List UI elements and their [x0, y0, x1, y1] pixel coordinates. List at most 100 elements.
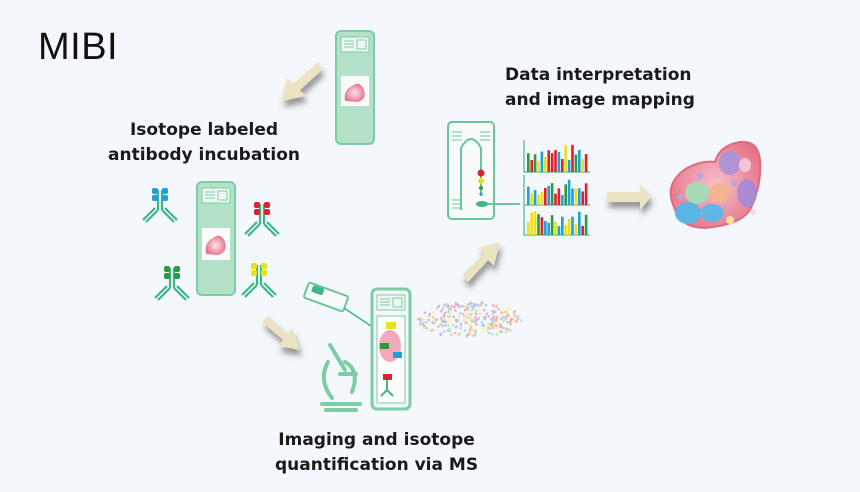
bar	[550, 215, 554, 235]
ion-dot	[479, 303, 482, 307]
ion-dot	[431, 316, 435, 319]
ion-dot	[495, 315, 499, 319]
slide-icon	[335, 30, 375, 145]
ion-dot	[462, 305, 465, 308]
ion-dot	[486, 322, 490, 326]
ion-dot	[485, 312, 489, 316]
bar	[533, 154, 537, 172]
bar	[578, 211, 581, 235]
ion-dot	[509, 319, 513, 322]
bar	[544, 157, 547, 172]
ion-dot	[423, 326, 426, 330]
ion-dot	[507, 307, 510, 310]
ion-dot	[439, 316, 443, 320]
ion-dot	[506, 312, 509, 316]
ion-dot	[477, 317, 480, 320]
ion-dot	[463, 329, 467, 332]
step-label-line: antibody incubation	[108, 145, 301, 165]
ion-dot	[473, 334, 477, 337]
ion-dot	[425, 326, 428, 329]
bar	[533, 211, 537, 235]
bar	[574, 154, 578, 172]
ion-dot	[502, 319, 505, 322]
bar	[530, 193, 533, 205]
ion-dot	[441, 324, 444, 328]
ion-dot	[499, 325, 502, 329]
ion-dot	[458, 332, 462, 336]
ion-dot	[471, 333, 475, 337]
ion-dot	[429, 328, 433, 331]
step-label-line: quantification via MS	[275, 455, 479, 475]
bar	[561, 216, 564, 235]
bar	[578, 188, 581, 205]
ion-dot	[451, 323, 455, 327]
ion-dot	[492, 320, 495, 323]
diagram-title: MIBI	[38, 26, 119, 68]
ion-dot	[514, 315, 517, 318]
ion-dot	[495, 333, 499, 336]
ion-dot	[494, 319, 498, 323]
ion-dot	[442, 330, 446, 333]
ion-dot	[497, 308, 500, 311]
ion-dot	[468, 315, 472, 319]
ion-dot	[500, 311, 504, 315]
ion-dot	[457, 305, 461, 309]
bar	[527, 153, 530, 172]
bar	[547, 222, 550, 235]
ion-dot	[469, 322, 472, 326]
bar	[564, 184, 567, 205]
ion-dot	[437, 305, 441, 308]
ion-dot	[520, 319, 523, 322]
ion-dot	[484, 303, 488, 307]
ion-dot	[446, 305, 450, 309]
ion-dot	[468, 332, 471, 336]
ion-dot	[456, 303, 460, 307]
slide-icon	[370, 287, 412, 411]
ion-dot	[504, 315, 508, 319]
ion-dot	[446, 329, 450, 332]
bar	[581, 191, 584, 205]
bar	[561, 158, 564, 172]
bar	[550, 183, 554, 205]
bar	[567, 179, 571, 205]
antibody-icon	[243, 202, 281, 238]
bar	[540, 191, 544, 205]
bar	[571, 144, 574, 172]
antibody-icon	[153, 266, 191, 302]
ion-dot	[453, 305, 456, 309]
ion-dot	[492, 315, 496, 318]
ion-dot	[509, 322, 512, 326]
bar	[537, 160, 540, 172]
bar	[540, 217, 544, 235]
bar	[567, 160, 571, 172]
bar	[578, 149, 581, 172]
ion-dot	[462, 314, 466, 318]
ion-dot	[474, 312, 478, 316]
ion-dot	[439, 309, 443, 313]
step-label-line: Isotope labeled	[129, 120, 279, 140]
ion-dot	[468, 325, 472, 329]
ion-dot	[441, 319, 444, 323]
bar	[537, 194, 540, 205]
ion-dot	[455, 325, 458, 328]
ion-dot	[481, 323, 485, 326]
bar-chart-icon	[523, 140, 590, 236]
microscope-icon	[320, 343, 362, 412]
ion-dot	[474, 309, 478, 313]
ion-dot	[449, 304, 453, 308]
ion-dot	[500, 330, 503, 334]
ion-dot	[497, 330, 501, 334]
ion-dot	[441, 307, 444, 311]
step-label-data-interpretation: Data interpretation and image mapping	[505, 63, 695, 113]
ion-dot	[431, 321, 434, 324]
ion-dot	[502, 315, 505, 319]
ion-dot	[444, 303, 447, 306]
ion-dot	[513, 310, 516, 313]
ion-dot	[474, 322, 478, 326]
ion-dot	[493, 310, 496, 314]
bar	[547, 150, 550, 172]
ion-dot	[468, 328, 472, 332]
ion-dot	[465, 306, 469, 309]
ion-dot	[474, 316, 477, 319]
